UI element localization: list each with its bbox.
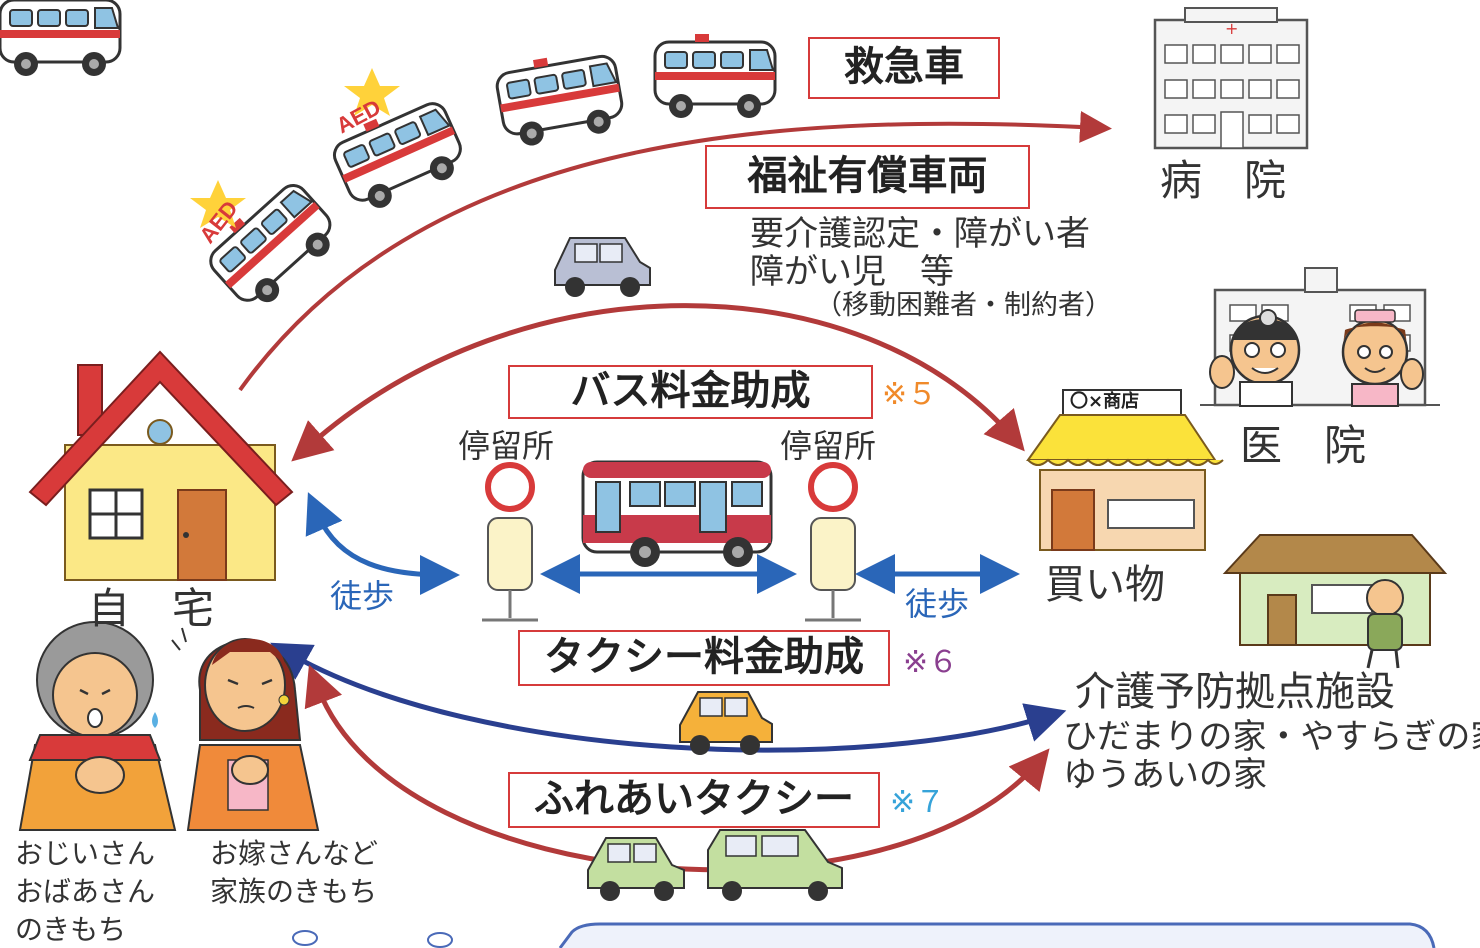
taxi-note: ※６ <box>903 645 959 680</box>
elderly-feelings-line2: おばあさん <box>15 875 156 908</box>
elderly-man-with-cane <box>1366 579 1404 669</box>
shopping-label: 買い物 <box>1045 562 1165 608</box>
fureai-car-1-icon <box>587 837 685 901</box>
taxi-subsidy-label-box: タクシー料金助成 <box>518 630 890 686</box>
shop-sign: 〇×商店 <box>1070 391 1140 412</box>
walk-left-arrow <box>305 492 460 595</box>
welfare-vehicle-label-box: 福祉有償車両 <box>705 145 1030 209</box>
bottom-bubble-outline <box>558 922 1436 948</box>
welfare-car-icon <box>554 237 651 297</box>
bus-subsidy-label-box: バス料金助成 <box>508 365 873 419</box>
fureai-taxi-label-box: ふれあいタクシー <box>508 772 880 828</box>
bus-stop-left-label: 停留所 <box>458 427 555 465</box>
home-label: 自 宅 <box>88 584 215 633</box>
ambulance-route-arrow <box>238 110 1112 392</box>
ambulance-label-box: 救急車 <box>808 37 1000 99</box>
bus-icon <box>581 460 773 567</box>
aed-star-2 <box>344 68 400 116</box>
family-feelings-line2: 家族のきもち <box>210 875 378 908</box>
nurse-figure <box>1341 309 1424 407</box>
hospital-label: 病 院 <box>1160 156 1287 205</box>
taxi-car-icon <box>679 691 773 755</box>
fureai-note: ※７ <box>890 785 946 820</box>
walk-right-label: 徒歩 <box>905 585 970 623</box>
family-woman-figure <box>171 627 320 831</box>
fureai-car-2-icon <box>707 829 843 901</box>
clinic-label: 医 院 <box>1240 421 1367 470</box>
bus-stop-right-label: 停留所 <box>780 427 877 465</box>
bus-stop-left-sign <box>482 462 538 622</box>
welfare-target-line1: 要介護認定・障がい者 <box>750 214 1090 254</box>
aed-star-1 <box>190 180 246 228</box>
family-feelings-line1: お嫁さんなど <box>210 837 379 870</box>
walk-left-label: 徒歩 <box>330 577 395 615</box>
svg-text:+: + <box>1225 19 1238 38</box>
welfare-target-line2: 障がい児 等 <box>750 252 954 292</box>
doctor-figure <box>1209 309 1301 407</box>
bus-note: ※５ <box>882 377 938 412</box>
care-facility-names-line2: ゆうあいの家 <box>1063 755 1267 795</box>
bus-stop-right-sign <box>805 462 861 622</box>
welfare-target-line3: （移動困難者・制約者） <box>815 290 1112 321</box>
care-facility-names-line1: ひだまりの家・やすらぎの家 <box>1063 717 1480 757</box>
elderly-feelings-line1: おじいさん <box>15 837 156 870</box>
welfare-route-arrow <box>291 303 1025 462</box>
elderly-feelings-line3: のきもち <box>15 913 127 946</box>
care-facility-label: 介護予防拠点施設 <box>1075 669 1395 715</box>
elderly-woman-figure <box>18 621 177 831</box>
